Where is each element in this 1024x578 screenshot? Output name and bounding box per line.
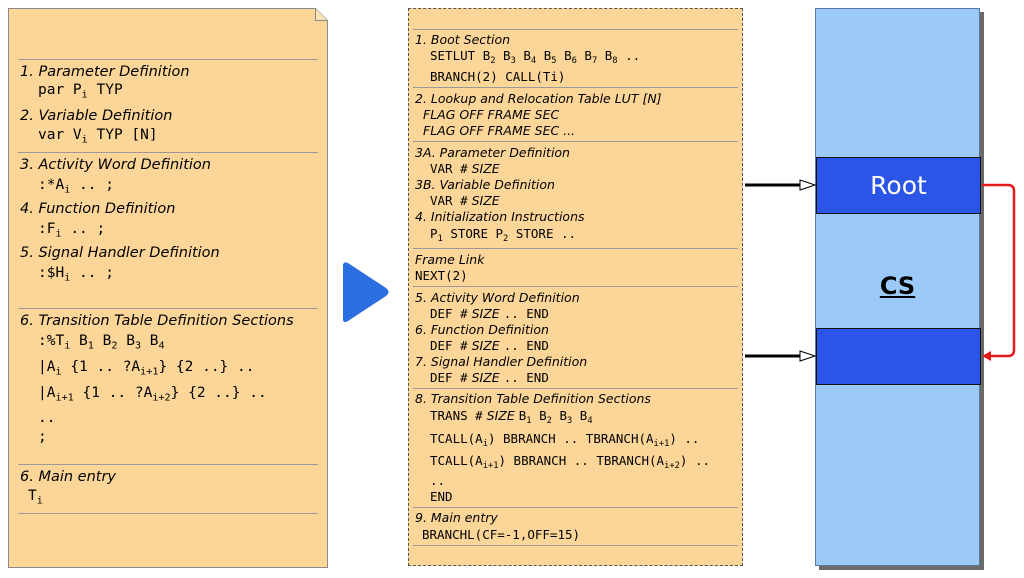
boot-section-line-1: SETLUT B2 B3 B4 B5 B6 B7 B8 .. xyxy=(430,48,641,67)
divider xyxy=(18,464,318,465)
signal-def-code: :$Hi .. ; xyxy=(38,265,114,284)
transition-def-line-1: TRANS # SIZE B1 B2 B3 B4 xyxy=(430,408,593,427)
transition-def-line-2: |Ai {1 .. ?Ai+1} {2 ..} .. xyxy=(38,359,255,378)
param-def-code: VAR # SIZE xyxy=(430,161,500,176)
init-code: P1 STORE P2 STORE .. xyxy=(430,226,577,245)
lut-line-1: FLAG OFF FRAME SEC xyxy=(423,107,560,122)
divider xyxy=(413,29,738,30)
cs-label: CS xyxy=(879,272,916,300)
lut-title: 2. Lookup and Relocation Table LUT [N] xyxy=(415,91,662,106)
transition-def-line-4: .. xyxy=(38,410,56,426)
transition-def-line-5: ; xyxy=(38,429,47,445)
var-def-code: VAR # SIZE xyxy=(430,193,500,208)
init-title: 4. Initialization Instructions xyxy=(415,209,585,224)
frame-link-code: NEXT(2) xyxy=(415,268,468,283)
memory-column xyxy=(815,8,980,566)
transition-def-line-1: :%Ti B1 B2 B3 B4 xyxy=(38,333,165,352)
divider xyxy=(18,59,318,60)
divider xyxy=(18,152,318,153)
signal-def-code: DEF # SIZE .. END xyxy=(430,370,549,385)
activity-def-title: 3. Activity Word Definition xyxy=(20,157,211,173)
source-panel: 1. Parameter Definition par Pi TYP 2. Va… xyxy=(8,8,328,568)
lut-line-2: FLAG OFF FRAME SEC ... xyxy=(423,123,576,138)
transition-def-line-5: END xyxy=(430,489,453,504)
main-entry-code: BRANCHL(CF=-1,OFF=15) xyxy=(422,527,581,542)
divider xyxy=(413,388,738,389)
function-def-title: 4. Function Definition xyxy=(20,201,176,217)
divider xyxy=(413,545,738,546)
param-def-title: 1. Parameter Definition xyxy=(20,64,190,80)
main-entry-title: 9. Main entry xyxy=(415,510,498,525)
transition-def-line-2: TCALL(Ai) BBRANCH .. TBRANCH(Ai+1) .. xyxy=(430,431,700,450)
frame-link-title: Frame Link xyxy=(415,252,485,267)
activity-def-code: DEF # SIZE .. END xyxy=(430,306,549,321)
main-entry-title: 6. Main entry xyxy=(20,469,117,485)
frame-block xyxy=(816,328,981,385)
arrow-to-frame xyxy=(745,350,817,362)
divider xyxy=(413,286,738,287)
transition-def-line-4: .. xyxy=(430,473,446,488)
boot-section-title: 1. Boot Section xyxy=(415,32,511,47)
root-to-frame-red-arrow xyxy=(982,183,1016,361)
boot-section-line-2: BRANCH(2) CALL(Ti) xyxy=(430,69,566,84)
main-entry-code: Ti xyxy=(28,488,43,507)
signal-def-title: 7. Signal Handler Definition xyxy=(415,354,588,369)
transition-def-title: 6. Transition Table Definition Sections xyxy=(20,313,294,329)
var-def-title: 2. Variable Definition xyxy=(20,108,173,124)
param-def-code: par Pi TYP xyxy=(38,82,123,101)
param-def-title: 3A. Parameter Definition xyxy=(415,145,570,160)
signal-def-title: 5. Signal Handler Definition xyxy=(20,245,220,261)
divider xyxy=(18,513,318,514)
var-def-code: var Vi TYP [N] xyxy=(38,127,158,146)
transition-def-line-3: TCALL(Ai+1) BBRANCH .. TBRANCH(Ai+2) .. xyxy=(430,453,710,472)
var-def-title: 3B. Variable Definition xyxy=(415,177,555,192)
divider xyxy=(413,507,738,508)
source-panel-shape xyxy=(8,8,328,568)
function-def-code: DEF # SIZE .. END xyxy=(430,338,549,353)
divider xyxy=(413,87,738,88)
transition-def-line-3: |Ai+1 {1 .. ?Ai+2} {2 ..} .. xyxy=(38,385,267,404)
transition-def-title: 8. Transition Table Definition Sections xyxy=(415,391,651,406)
divider xyxy=(18,308,318,309)
activity-def-code: :*Ai .. ; xyxy=(38,177,114,196)
compiled-panel: 1. Boot Section SETLUT B2 B3 B4 B5 B6 B7… xyxy=(408,8,743,566)
root-block: Root xyxy=(816,157,981,214)
divider xyxy=(413,141,738,142)
play-arrow-icon xyxy=(343,262,389,323)
function-def-title: 6. Function Definition xyxy=(415,322,549,337)
divider xyxy=(413,248,738,249)
activity-def-title: 5. Activity Word Definition xyxy=(415,290,580,305)
root-label: Root xyxy=(870,171,927,200)
function-def-code: :Fi .. ; xyxy=(38,221,106,240)
arrow-to-root xyxy=(745,179,817,191)
